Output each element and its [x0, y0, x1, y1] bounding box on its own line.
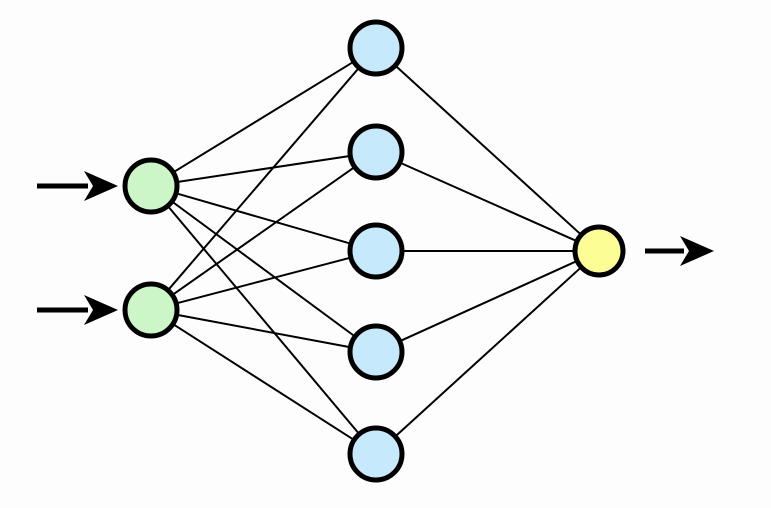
edge-i2-h2 [169, 164, 358, 298]
node-i1[interactable] [122, 157, 180, 215]
node-h4[interactable] [347, 323, 405, 381]
node-circle-h2[interactable] [347, 123, 405, 181]
edge-h1-o1 [392, 63, 584, 238]
edge-h4-o1 [396, 259, 580, 344]
node-i2[interactable] [122, 281, 180, 339]
node-h5[interactable] [347, 425, 405, 483]
node-o1[interactable] [572, 224, 626, 278]
node-h3[interactable] [347, 222, 405, 280]
edge-h5-o1 [392, 264, 584, 439]
edge-i1-h3 [173, 191, 354, 246]
node-circle-h3[interactable] [347, 222, 405, 280]
edge-i2-h4 [173, 313, 354, 349]
input-arrow-2-head-icon [84, 295, 118, 325]
node-circle-h4[interactable] [347, 323, 405, 381]
node-circle-i2[interactable] [122, 281, 180, 339]
edge-i2-h3 [173, 256, 354, 305]
node-h1[interactable] [347, 19, 405, 77]
input-arrow-1 [37, 171, 118, 201]
edge-i1-h2 [173, 154, 354, 184]
node-h2[interactable] [347, 123, 405, 181]
node-circle-i1[interactable] [122, 157, 180, 215]
edge-h2-o1 [396, 160, 580, 244]
output-arrow-1-head-icon [680, 236, 714, 266]
node-circle-o1[interactable] [572, 224, 626, 278]
edge-i1-h5 [165, 203, 362, 437]
edge-i1-h4 [169, 199, 358, 339]
edge-i1-h1 [170, 59, 357, 175]
input-arrow-2 [37, 295, 118, 325]
output-arrow-1 [645, 236, 714, 266]
edge-group [165, 59, 584, 443]
node-circle-h5[interactable] [347, 425, 405, 483]
edge-i2-h5 [170, 321, 357, 443]
arrow-group [37, 171, 714, 325]
node-group [122, 19, 626, 483]
node-circle-h1[interactable] [347, 19, 405, 77]
edge-i2-h1 [165, 65, 362, 293]
input-arrow-1-head-icon [84, 171, 118, 201]
